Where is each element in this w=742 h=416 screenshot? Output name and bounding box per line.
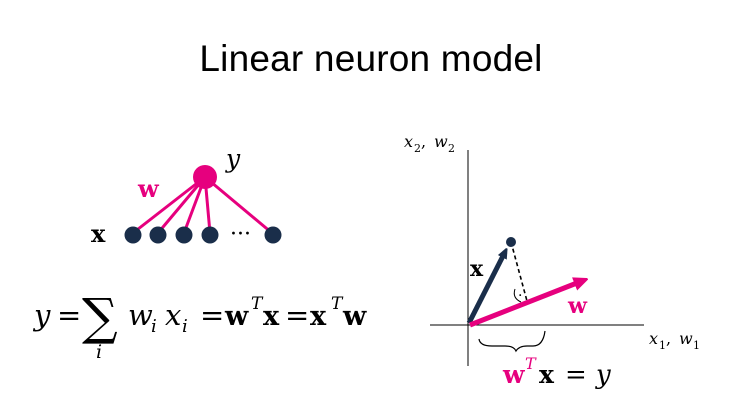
eq-equals-1: =: [57, 298, 81, 332]
weights-label: w: [137, 174, 160, 203]
y-axis-label-w-sub: 2: [448, 142, 455, 155]
y-axis-label-x-sub: 2: [414, 142, 421, 155]
projection-w: w: [502, 360, 526, 389]
eq-wt-T: T: [251, 294, 264, 314]
vector-x-label: x: [470, 256, 484, 282]
eq-sum-index: i: [96, 341, 102, 363]
slide-title: Linear neuron model: [199, 38, 543, 79]
projection-formula: w T x = y: [502, 354, 611, 390]
eq-lhs-y: y: [32, 298, 51, 332]
eq-xt-w: w: [342, 301, 367, 332]
eq-equals-2: =: [200, 298, 224, 332]
output-label: y: [225, 144, 241, 173]
projection-T: T: [525, 354, 537, 373]
projection-brace: [478, 330, 546, 353]
vector-w-arrow: [469, 281, 582, 328]
projection-dashed-line: [510, 241, 528, 302]
neuron-network: y w x ···: [91, 144, 282, 248]
x-axis-label-w: w: [679, 329, 693, 348]
linear-neuron-equation: y = ∑ i w i x i = w T x = x T w: [32, 288, 367, 363]
weight-line-5: [203, 175, 274, 235]
input-label: x: [91, 219, 106, 248]
y-axis-label-w: w: [434, 132, 448, 151]
input-ellipsis: ···: [230, 222, 251, 247]
vector-x-arrow: [466, 252, 505, 325]
projection-x: x: [539, 360, 555, 389]
eq-term-x: x: [165, 298, 181, 332]
eq-equals-3: =: [285, 298, 309, 332]
x-axis-label-sep: ,: [666, 329, 671, 348]
x-axis-label-x-sub: 1: [659, 339, 666, 352]
x-axis-label: x 1 , w 1: [649, 329, 700, 352]
projection-y: y: [595, 360, 611, 390]
eq-term-w: w: [128, 298, 153, 332]
projection-equals: =: [565, 360, 587, 390]
right-angle-dot: ·: [518, 288, 522, 304]
vector-w-label: w: [567, 293, 588, 319]
eq-wt-x: x: [263, 301, 280, 332]
input-node-n: [264, 226, 282, 244]
eq-xt-x: x: [310, 301, 327, 332]
eq-term-w-sub: i: [151, 316, 157, 337]
weight-line-2: [156, 175, 207, 235]
weight-line-1: [131, 175, 207, 235]
y-axis-label: x 2 , w 2: [404, 132, 455, 155]
vector-projection-plot: x 2 , w 2 x 1 , w 1 · x w w: [404, 132, 700, 390]
vector-x-tip: [506, 237, 516, 247]
right-angle-arc: [513, 288, 522, 303]
input-node-4: [201, 226, 219, 244]
x-axis-label-w-sub: 1: [693, 339, 700, 352]
input-node-1: [124, 226, 142, 244]
input-node-3: [175, 226, 193, 244]
eq-wt-w: w: [224, 301, 249, 332]
eq-xt-T: T: [331, 294, 344, 314]
y-axis-label-x: x: [404, 132, 413, 151]
eq-sum-symbol: ∑: [82, 288, 118, 346]
y-axis-label-sep: ,: [421, 132, 426, 151]
output-neuron-node: [193, 165, 217, 189]
x-axis-label-x: x: [649, 329, 658, 348]
eq-term-x-sub: i: [182, 316, 188, 337]
input-node-2: [149, 226, 167, 244]
